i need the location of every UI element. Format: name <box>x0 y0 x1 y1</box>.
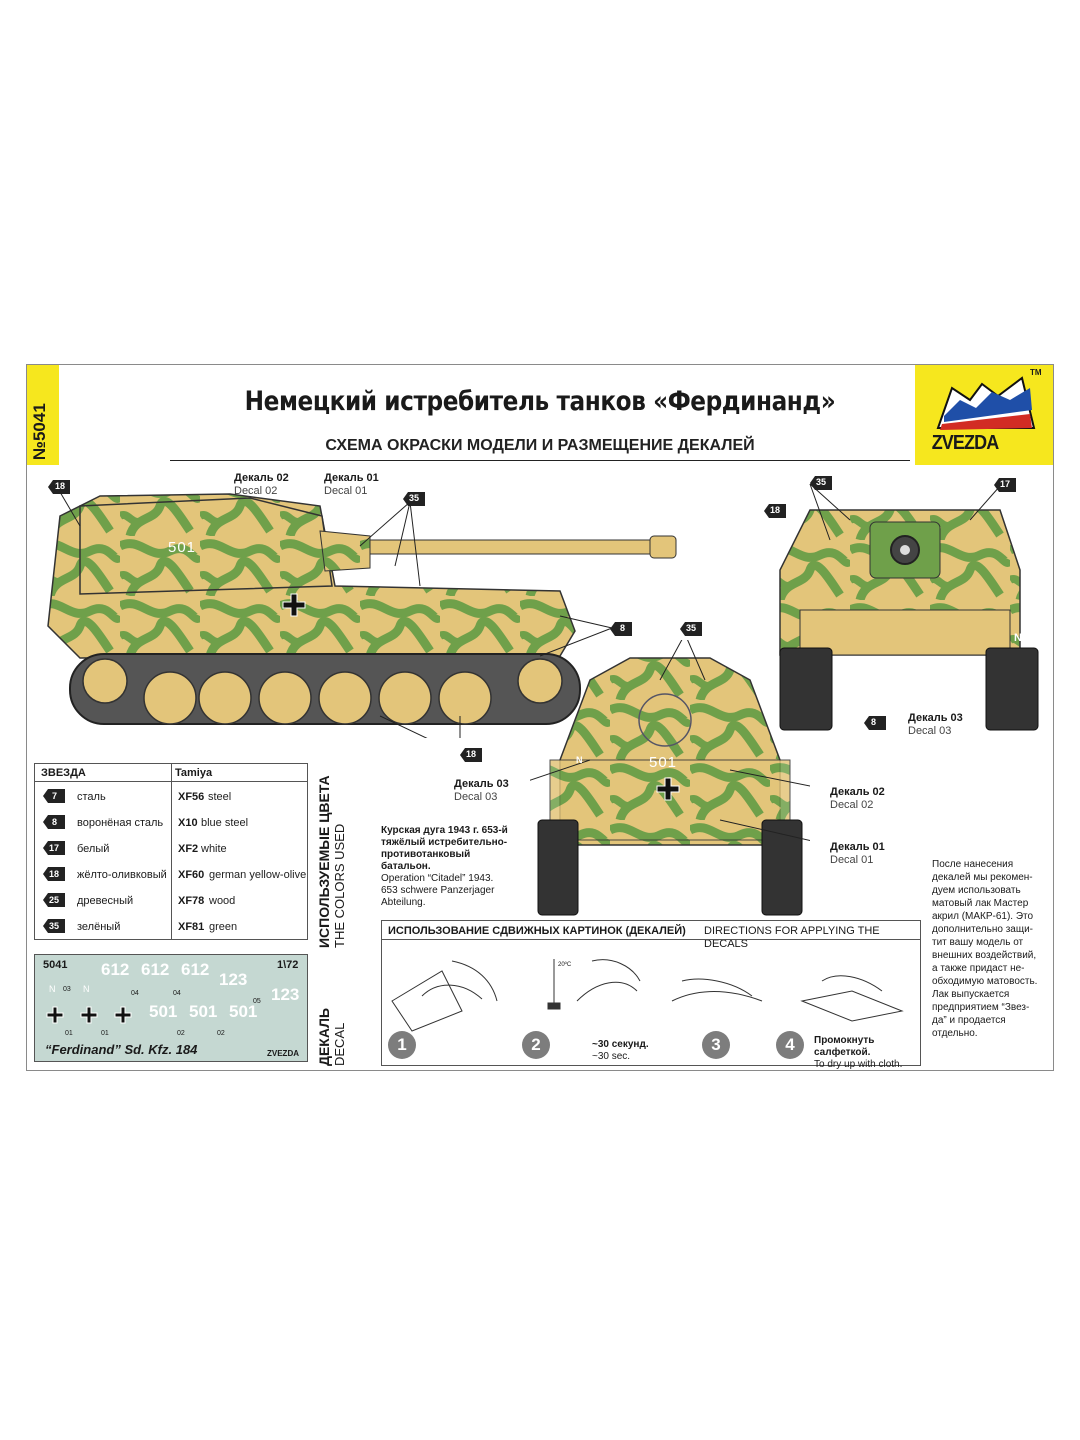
callout-side-35: 35 <box>409 493 420 503</box>
color-row: 35 зелёный XF81 green <box>35 914 307 940</box>
step-4: 4 <box>776 1031 804 1059</box>
callout-rear-18: 18 <box>770 505 781 515</box>
callout-star-front-35 <box>680 622 702 636</box>
colors-table: ЗВЕЗДА Tamiya 7 сталь XF56 steel 8 ворон… <box>34 763 308 940</box>
road-wheels <box>82 658 563 725</box>
front-letter-n: N <box>576 755 583 765</box>
decal-crosses <box>46 1006 132 1024</box>
kit-number: №5041 <box>30 403 49 460</box>
decal-directions: ИСПОЛЬЗОВАНИЕ СДВИЖНЫХ КАРТИНОК (ДЕКАЛЕЙ… <box>381 920 921 1070</box>
step-4-caption: Промокнуть салфеткой.To dry up with clot… <box>814 1035 903 1070</box>
color-star-icon <box>43 867 65 881</box>
front-number: 501 <box>649 754 678 771</box>
color-row: 7 сталь XF56 steel <box>35 784 307 810</box>
front-view-illustration <box>530 640 810 916</box>
callout-side-18: 18 <box>55 481 66 491</box>
subtitle-rule <box>170 460 910 461</box>
callout-star-side-18 <box>48 480 70 494</box>
zvezda-logo <box>936 376 1036 430</box>
color-row: 18 жёлто-оливковый XF60 german yellow-ol… <box>35 862 307 888</box>
color-star-icon <box>43 919 65 933</box>
color-row: 17 белый XF2 white <box>35 836 307 862</box>
color-star-icon <box>43 893 65 907</box>
step-2-caption: ~30 секунд.~30 sec. <box>592 1039 649 1062</box>
directions-illustrations <box>391 959 904 1032</box>
callout-star-side-35 <box>403 492 425 506</box>
callout-star-rear-17 <box>994 478 1016 492</box>
page-title: Немецкий истребитель танков «Фердинанд» <box>244 386 836 417</box>
colors-header-zvezda: ЗВЕЗДА <box>41 767 86 779</box>
header-strip-left <box>27 365 59 465</box>
page-subtitle: СХЕМА ОКРАСКИ МОДЕЛИ И РАЗМЕЩЕНИЕ ДЕКАЛЕ… <box>325 437 755 454</box>
callout-star-rear-35 <box>810 476 832 490</box>
callout-star-rear-8 <box>864 716 886 730</box>
decal-sheet: 5041 1\72 612 612 612 123 123 501 501 50… <box>34 954 308 1062</box>
brand-wordmark: ZVEZDA <box>931 432 999 454</box>
color-star-icon <box>43 841 65 855</box>
color-star-icon <box>43 815 65 829</box>
color-row: 25 древесный XF78 wood <box>35 888 307 914</box>
callout-side-18b: 18 <box>466 749 477 759</box>
trademark: TM <box>1030 368 1042 377</box>
side-hull-number: 501 <box>168 539 197 556</box>
callout-front-35: 35 <box>686 623 697 633</box>
callout-side-8: 8 <box>620 623 626 633</box>
step-2: 2 <box>522 1031 550 1059</box>
callout-rear-8: 8 <box>871 717 877 727</box>
rear-view-illustration <box>779 483 1039 731</box>
side-view-illustration <box>47 491 677 738</box>
step-3: 3 <box>702 1031 730 1059</box>
color-row: 8 воронёная сталь X10 blue steel <box>35 810 307 836</box>
callout-rear-35: 35 <box>816 477 827 487</box>
step-1: 1 <box>388 1031 416 1059</box>
callout-star-rear-18 <box>764 504 786 518</box>
callout-star-side-18b <box>460 748 482 762</box>
colors-header-tamiya: Tamiya <box>175 767 213 779</box>
rear-letter-n: N <box>1014 632 1022 644</box>
operation-caption: Курская дуга 1943 г. 653-й тяжёлый истре… <box>381 825 508 908</box>
color-star-icon <box>43 789 65 803</box>
callout-star-side-8 <box>610 622 632 636</box>
callout-rear-17: 17 <box>1000 479 1011 489</box>
